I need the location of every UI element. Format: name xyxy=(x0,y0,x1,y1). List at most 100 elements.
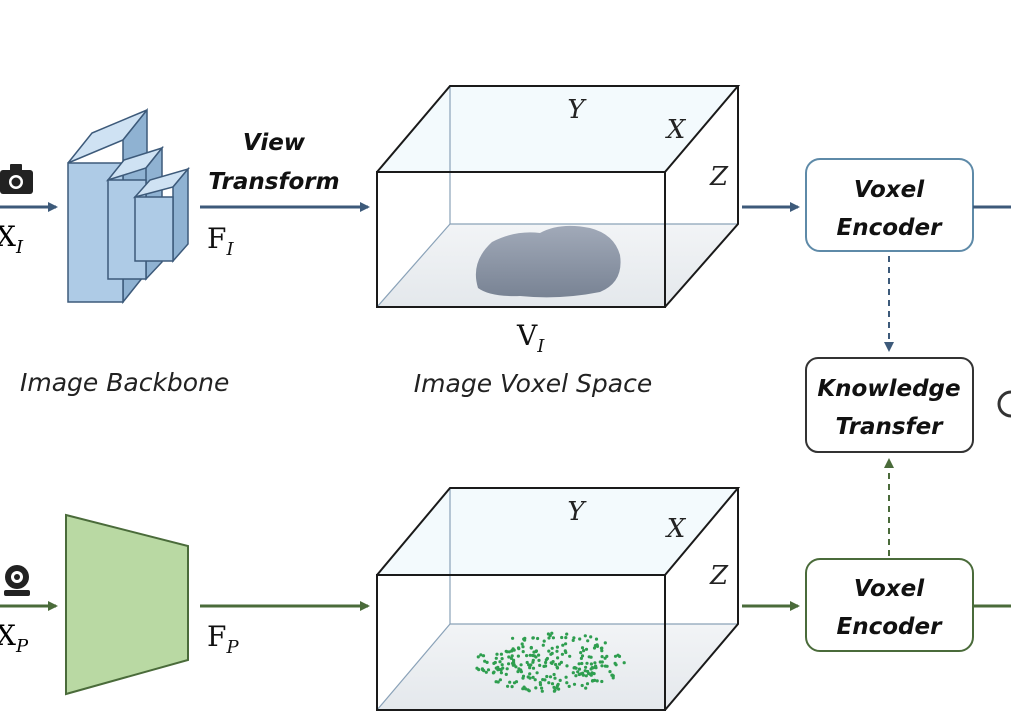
point-cloud-dot xyxy=(531,666,536,670)
image-backbone xyxy=(67,107,191,305)
image-voxel-space-label: Image Voxel Space xyxy=(414,369,652,398)
view-transform-line2: Transform xyxy=(208,169,339,195)
point-cloud-dot xyxy=(600,679,604,684)
point-cloud-dot xyxy=(510,636,515,640)
point-cloud-dot xyxy=(586,639,590,643)
point-cloud-dot xyxy=(564,675,568,679)
point-cloud-dot xyxy=(581,671,585,675)
point-cloud-dot xyxy=(552,685,556,690)
point-cloud-dot xyxy=(485,660,489,665)
point-cloud-dot xyxy=(547,636,551,640)
point-cloud-dot xyxy=(526,675,530,679)
point-cloud-dot xyxy=(507,662,511,666)
point-cloud-dot xyxy=(572,636,576,640)
point-cloud-dot xyxy=(565,632,569,636)
point-cloud-dot xyxy=(565,681,569,685)
point-cloud-dot xyxy=(603,641,607,645)
point-cloud-dot xyxy=(521,650,525,654)
point-cloud-dot xyxy=(536,636,540,641)
point-cloud-dot xyxy=(593,661,597,665)
image-voxel-box xyxy=(376,85,741,308)
point-cloud-dot xyxy=(550,646,554,650)
point-cloud-dot xyxy=(510,685,514,689)
point-cloud-dot xyxy=(583,669,587,673)
point-cloud-dot xyxy=(535,671,539,675)
point-cloud-dot xyxy=(528,653,532,657)
point-cloud-dot xyxy=(579,651,583,655)
point-cloud-dot xyxy=(594,664,598,668)
point-cloud-dot xyxy=(603,664,608,668)
point-voxel-box xyxy=(376,487,741,711)
point-cloud-dot xyxy=(571,638,575,643)
point-cloud-dot xyxy=(578,637,582,641)
knowledge-line1: Knowledge xyxy=(817,376,960,402)
point-cloud-dot xyxy=(590,666,594,670)
point-cloud-dot xyxy=(479,653,483,657)
point-cloud-dot xyxy=(622,661,626,665)
point-cloud-dot xyxy=(608,670,612,674)
point-cloud-dot xyxy=(579,656,584,661)
point-cloud-dot xyxy=(617,654,622,659)
point-cloud-dot xyxy=(555,665,559,669)
point-cloud-dot xyxy=(516,670,520,674)
point-cloud-dot xyxy=(550,631,554,635)
point-cloud-dot xyxy=(587,655,591,659)
point-cloud-dot xyxy=(546,632,551,636)
view-transform-line1: View xyxy=(243,130,306,156)
point-cloud-dot xyxy=(496,668,500,672)
point-axis-y: Y xyxy=(567,497,587,527)
point-cloud-dot xyxy=(494,656,498,660)
point-cloud-dot xyxy=(559,660,564,665)
point-cloud-dot xyxy=(486,668,491,672)
point-cloud-dot xyxy=(475,666,479,670)
point-cloud-dot xyxy=(537,653,541,657)
point-cloud-dot xyxy=(511,647,515,651)
image-axis-z: Z xyxy=(709,162,729,192)
point-cloud-dot xyxy=(577,667,582,671)
image-input-label: XI xyxy=(0,220,24,258)
point-cloud-dot xyxy=(516,654,521,658)
point-cloud-dot xyxy=(556,682,560,686)
point-cloud-dot xyxy=(600,664,604,668)
point-cloud-dot xyxy=(553,676,557,680)
point-cloud-dot xyxy=(484,670,488,674)
image-encoder-line2: Encoder xyxy=(837,215,944,241)
point-cloud-dot xyxy=(541,678,545,682)
point-cloud-dot xyxy=(614,663,618,667)
point-cloud-dot xyxy=(529,645,533,650)
point-encoder-line2: Encoder xyxy=(837,614,944,640)
point-cloud-dot xyxy=(507,655,511,659)
point-cloud-dot xyxy=(577,672,581,677)
point-cloud-dot xyxy=(531,653,535,658)
point-cloud-dot xyxy=(538,663,542,668)
point-cloud-dot xyxy=(551,636,556,640)
point-cloud-dot xyxy=(537,658,541,663)
point-cloud-dot xyxy=(491,671,495,675)
point-cloud-dot xyxy=(600,646,604,650)
point-cloud-dot xyxy=(593,644,598,648)
point-cloud-dot xyxy=(521,645,525,649)
point-cloud-dot xyxy=(542,639,546,643)
image-backbone-label: Image Backbone xyxy=(20,368,229,397)
point-cloud-dot xyxy=(589,662,594,666)
point-cloud-dot xyxy=(568,654,572,658)
image-voxel-label: VI xyxy=(516,319,545,357)
point-cloud-dot xyxy=(534,686,538,690)
point-cloud-dot xyxy=(584,674,588,678)
point-cloud-dot xyxy=(580,683,584,688)
point-feature-label: FP xyxy=(207,620,239,658)
point-cloud-dot xyxy=(564,636,568,640)
point-cloud-dot xyxy=(552,689,557,693)
camera-icon xyxy=(0,164,33,194)
point-cloud-dot xyxy=(598,660,602,664)
point-cloud-dot xyxy=(552,672,556,677)
point-cloud-dot xyxy=(582,649,586,653)
point-cloud-dot xyxy=(548,675,553,679)
point-cloud-dot xyxy=(505,667,509,671)
point-cloud-dot xyxy=(576,670,580,674)
point-encoder-line1: Voxel xyxy=(854,576,925,602)
point-cloud-dot xyxy=(512,681,517,685)
point-cloud-dot xyxy=(561,643,565,647)
image-encoder-line1: Voxel xyxy=(854,177,925,203)
